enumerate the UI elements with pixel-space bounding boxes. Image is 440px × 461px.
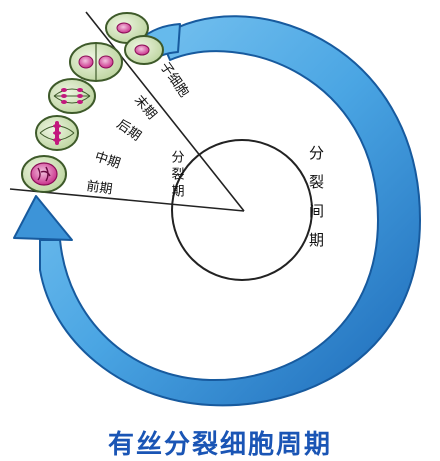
daughter-cells-illustration [105,12,164,65]
anaphase-cell-illustration [48,78,96,114]
cycle-arrow-head [13,195,73,241]
prophase-cell-illustration [21,155,67,193]
telophase-cell-illustration [69,42,123,82]
metaphase-label: 中期 [93,150,122,172]
metaphase-cell-illustration [35,115,79,151]
inner-cycle-circle [171,139,313,281]
anaphase-label: 后期 [114,117,144,144]
mitotic-phase-label: 分裂期 [169,150,185,201]
interphase-label: 分裂间期 [307,145,325,261]
cell-stages [21,12,164,193]
diagram-title: 有丝分裂细胞周期 [107,430,332,460]
daughter-cells-label: 子细胞 [157,60,192,101]
cycle-arrow-body [39,15,421,407]
mitosis-end-line [85,11,245,212]
cycle-arrow [13,15,421,407]
telophase-label: 末期 [131,93,159,123]
prophase-label: 前期 [85,178,113,197]
mitosis-start-line [9,188,245,212]
